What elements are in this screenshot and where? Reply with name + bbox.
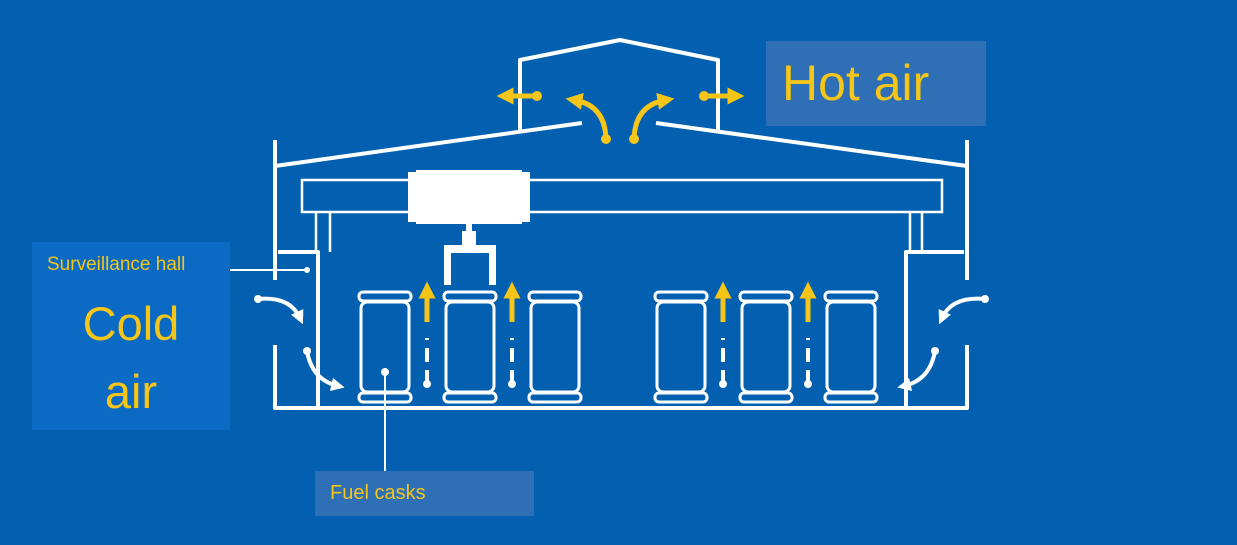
arrow-up-icon bbox=[418, 281, 436, 388]
arrow-outward-icon bbox=[565, 92, 611, 144]
fuel-cask-row bbox=[357, 290, 879, 404]
arrow-up-icon bbox=[799, 281, 817, 388]
roof-left-slope bbox=[274, 121, 583, 168]
leader-lines bbox=[230, 269, 386, 471]
ridge-vent-outline bbox=[518, 38, 720, 132]
arrow-inward-icon bbox=[254, 295, 304, 325]
building-structure bbox=[273, 38, 969, 410]
arrow-outward-icon bbox=[496, 87, 542, 105]
hot-air-outlets bbox=[496, 87, 745, 144]
arrow-up-icon bbox=[714, 281, 732, 388]
fuel-cask-icon bbox=[823, 290, 879, 404]
inner-wall-left bbox=[278, 250, 320, 408]
inner-wall-right bbox=[904, 250, 964, 408]
fuel-cask-icon bbox=[527, 290, 583, 404]
floor-slab bbox=[273, 345, 969, 410]
gantry-crane-icon bbox=[408, 170, 530, 285]
rising-airflow bbox=[418, 281, 817, 388]
fuel-cask-icon bbox=[653, 290, 709, 404]
cold-air-inlets bbox=[254, 295, 989, 392]
fuel-casks-label-box: Fuel casks bbox=[315, 471, 534, 516]
surveillance-hall-label: Surveillance hall bbox=[47, 254, 186, 275]
arrow-up-icon bbox=[503, 281, 521, 388]
arrow-inward-icon bbox=[303, 347, 345, 392]
hot-air-label-box: Hot air bbox=[766, 41, 986, 126]
hot-air-label: Hot air bbox=[782, 55, 930, 111]
arrow-inward-icon bbox=[938, 295, 989, 325]
arrow-outward-icon bbox=[699, 87, 745, 105]
fuel-casks-label: Fuel casks bbox=[330, 482, 426, 504]
crane-runway bbox=[300, 178, 944, 252]
arrow-inward-icon bbox=[897, 347, 939, 392]
cold-air-label: Cold air bbox=[82, 297, 180, 418]
roof-right-slope bbox=[655, 121, 968, 168]
arrow-outward-icon bbox=[629, 92, 675, 144]
fuel-cask-icon bbox=[442, 290, 498, 404]
fuel-casks-leader-dot bbox=[381, 368, 389, 376]
surveillance-leader-dot bbox=[304, 267, 310, 273]
cold-air-label-box: Surveillance hall Cold air bbox=[32, 242, 230, 430]
fuel-cask-icon bbox=[738, 290, 794, 404]
